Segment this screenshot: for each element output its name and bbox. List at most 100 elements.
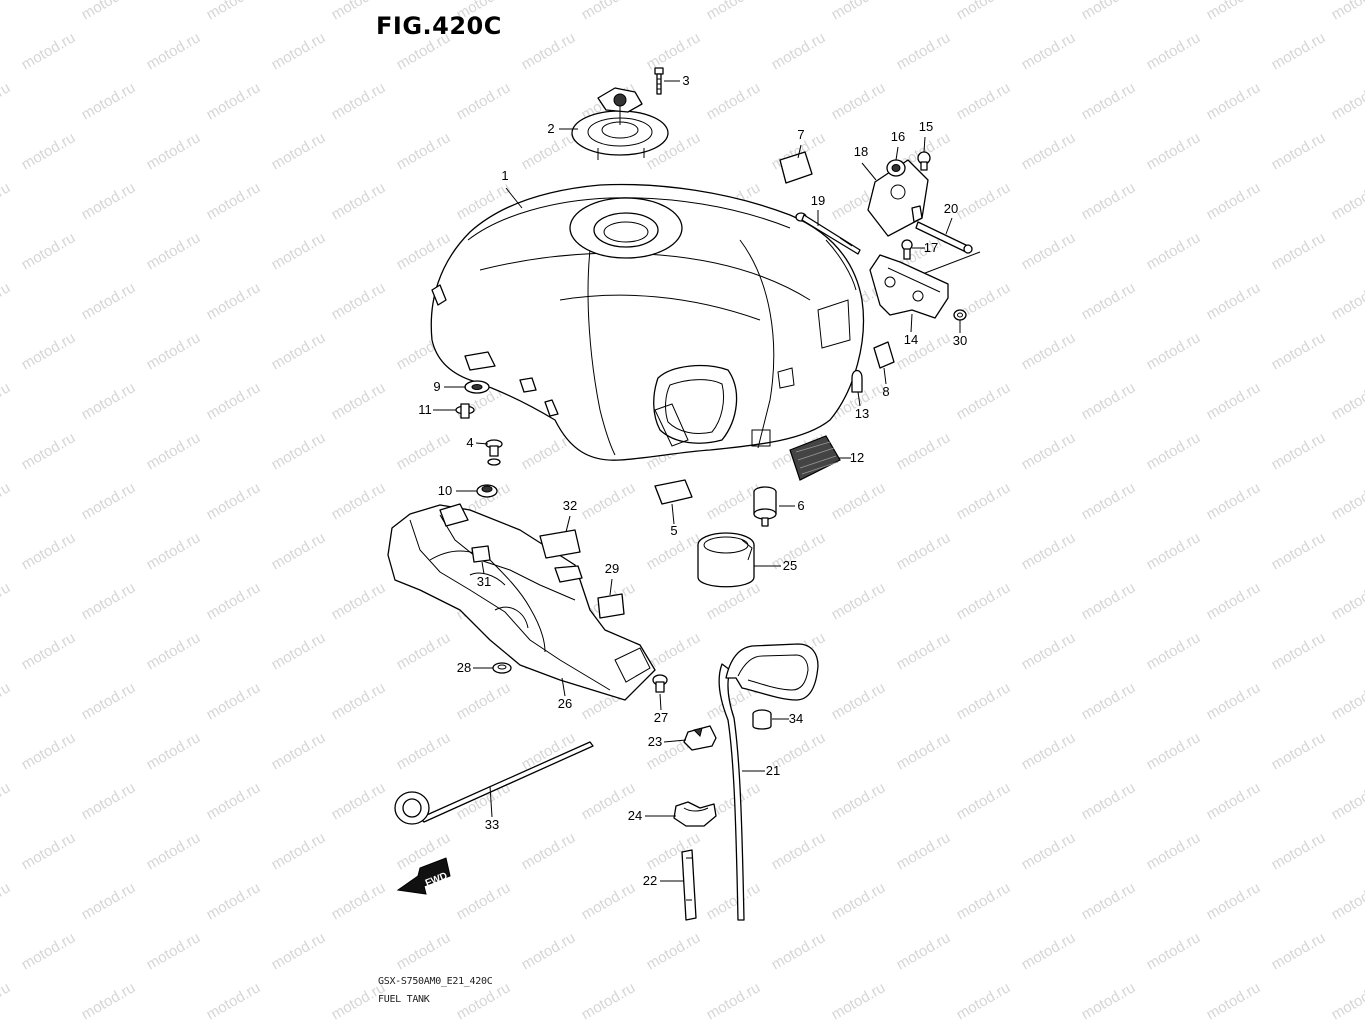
callout-layer: 1234567891011121314151617181920212223242… (418, 73, 967, 888)
watermark-text: motod.ru (204, 979, 264, 1023)
watermark-text: motod.ru (519, 929, 579, 973)
watermark-text: motod.ru (644, 829, 704, 873)
watermark-text: motod.ru (1204, 979, 1264, 1023)
nut-10-part (476, 484, 498, 498)
watermark-text: motod.ru (1144, 529, 1204, 573)
watermark-text: motod.ru (1079, 0, 1139, 23)
watermark-text: motod.ru (79, 0, 139, 23)
watermark-text: motod.ru (1204, 79, 1264, 123)
watermark-text: motod.ru (79, 279, 139, 323)
bolt-3-part (654, 67, 664, 95)
watermark-text: motod.ru (144, 129, 204, 173)
callout-5: 5 (670, 523, 677, 538)
watermark-text: motod.ru (519, 829, 579, 873)
watermark-text: motod.ru (829, 879, 889, 923)
watermark-text: motod.ru (1204, 0, 1264, 23)
watermark-text: motod.ru (519, 29, 579, 73)
watermark-text: motod.ru (19, 929, 79, 973)
watermark-text: motod.ru (829, 479, 889, 523)
watermark-text: motod.ru (269, 529, 329, 573)
watermark-text: motod.ru (1269, 829, 1329, 873)
watermark-text: motod.ru (269, 29, 329, 73)
cushion-5-part (654, 479, 693, 505)
watermark-text: motod.ru (1204, 179, 1264, 223)
watermark-text: motod.ru (329, 379, 389, 423)
callout-10: 10 (438, 483, 452, 498)
watermark-text: motod.ru (454, 879, 514, 923)
callout-11: 11 (418, 402, 432, 417)
watermark-text: motod.ru (1144, 429, 1204, 473)
watermark-text: motod.ru (79, 779, 139, 823)
bolt-17-part (901, 239, 913, 260)
leader-line-20 (945, 217, 953, 235)
watermark-text: motod.ru (19, 629, 79, 673)
watermark-text: motod.ru (394, 129, 454, 173)
watermark-text: motod.ru (769, 529, 829, 573)
watermark-text: motod.ru (394, 429, 454, 473)
bushing-16-part (886, 159, 906, 177)
watermark-text: motod.ru (769, 929, 829, 973)
callout-20: 20 (944, 201, 958, 216)
watermark-text: motod.ru (894, 29, 954, 73)
watermark-text: motod.ru (269, 929, 329, 973)
watermark-text: motod.ru (19, 729, 79, 773)
watermark-text: motod.ru (204, 279, 264, 323)
callout-29: 29 (605, 561, 619, 576)
watermark-text: motod.ru (954, 0, 1014, 23)
watermark-text: motod.ru (1144, 29, 1204, 73)
watermark-text: motod.ru (79, 679, 139, 723)
watermark-text: motod.ru (1019, 629, 1079, 673)
watermark-text: motod.ru (1329, 279, 1365, 323)
leader-line-13 (857, 391, 861, 407)
watermark-text: motod.ru (204, 879, 264, 923)
watermark-text: motod.ru (79, 179, 139, 223)
watermark-text: motod.ru (1079, 679, 1139, 723)
watermark-text: motod.ru (1329, 179, 1365, 223)
watermark-text: motod.ru (704, 879, 764, 923)
watermark-text: motod.ru (894, 329, 954, 373)
callout-22: 22 (643, 873, 657, 888)
watermark-text: motod.ru (329, 279, 389, 323)
figure-name: FUEL TANK (378, 994, 430, 1005)
callout-31: 31 (477, 574, 491, 589)
watermark-text: motod.ru (79, 379, 139, 423)
watermark-text: motod.ru (269, 329, 329, 373)
watermark-text: motod.ru (0, 879, 13, 923)
watermark-text: motod.ru (1079, 379, 1139, 423)
watermark-text: motod.ru (19, 529, 79, 573)
callout-33: 33 (485, 817, 499, 832)
callout-12: 12 (850, 450, 864, 465)
watermark-text: motod.ru (579, 979, 639, 1023)
leader-line-15 (923, 136, 926, 153)
watermark-text: motod.ru (1079, 79, 1139, 123)
watermark-text: motod.ru (204, 0, 264, 23)
watermark-text: motod.ru (1329, 979, 1365, 1023)
watermark-text: motod.ru (1269, 629, 1329, 673)
watermark-text: motod.ru (204, 379, 264, 423)
watermark-text: motod.ru (394, 729, 454, 773)
figure-title: FIG.420C (376, 12, 502, 40)
watermark-text: motod.ru (0, 479, 13, 523)
watermark-text: motod.ru (829, 779, 889, 823)
watermark-text: motod.ru (644, 29, 704, 73)
watermark-text: motod.ru (144, 829, 204, 873)
watermark-text: motod.ru (1204, 779, 1264, 823)
watermark-text: motod.ru (204, 79, 264, 123)
watermark-text: motod.ru (1019, 829, 1079, 873)
callout-26: 26 (558, 696, 572, 711)
callout-32: 32 (563, 498, 577, 513)
watermark-text: motod.ru (644, 929, 704, 973)
watermark-text: motod.ru (954, 79, 1014, 123)
watermark-text: motod.ru (144, 629, 204, 673)
cushion-8-part (873, 341, 895, 369)
cushion-7-part (779, 151, 813, 184)
callout-4: 4 (466, 435, 473, 450)
watermark-text: motod.ru (329, 579, 389, 623)
watermark-text: motod.ru (1269, 529, 1329, 573)
watermark-text: motod.ru (829, 79, 889, 123)
label-31-part (471, 545, 491, 563)
watermark-text: motod.ru (1144, 329, 1204, 373)
watermark-text: motod.ru (1019, 229, 1079, 273)
leader-line-7 (797, 144, 802, 159)
watermark-text: motod.ru (1144, 829, 1204, 873)
